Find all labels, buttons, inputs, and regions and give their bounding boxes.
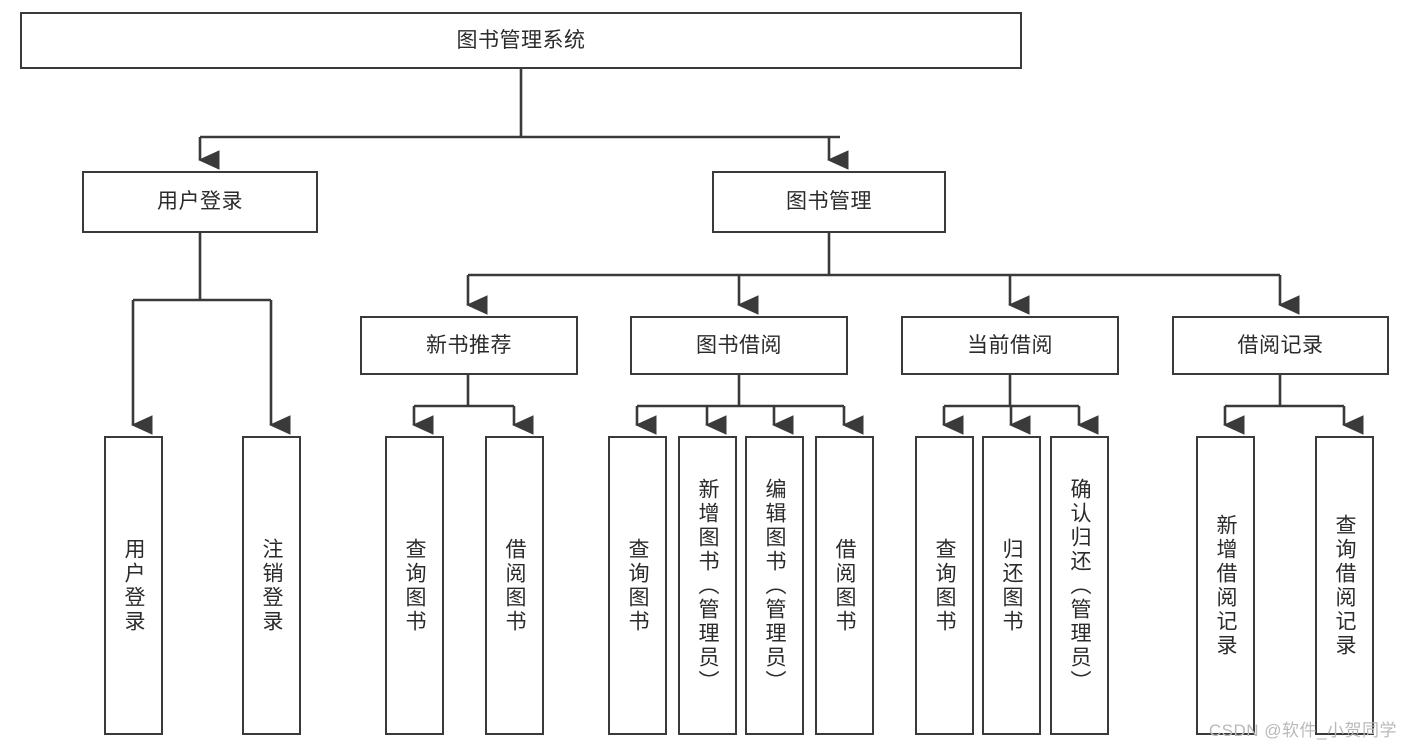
node-leaf-borrow-book-1[interactable]: 借阅图书 [485,436,544,735]
node-new-book-recommend[interactable]: 新书推荐 [360,316,578,375]
node-leaf-confirm-return-label: 确认归还（管理员） [1068,477,1091,694]
node-current-borrow-label: 当前借阅 [967,333,1053,357]
node-current-borrow[interactable]: 当前借阅 [901,316,1119,375]
node-leaf-query-book-3[interactable]: 查询图书 [915,436,974,735]
node-leaf-user-login[interactable]: 用户登录 [104,436,163,735]
node-leaf-query-record[interactable]: 查询借阅记录 [1315,436,1374,735]
node-book-manage-label: 图书管理 [786,190,872,214]
node-leaf-query-book-2[interactable]: 查询图书 [608,436,667,735]
node-leaf-query-book-2-label: 查询图书 [626,537,649,634]
node-user-login-label: 用户登录 [157,190,243,214]
node-leaf-borrow-book-2-label: 借阅图书 [833,537,856,634]
node-leaf-edit-book-label: 编辑图书（管理员） [763,477,786,694]
node-leaf-borrow-book-1-label: 借阅图书 [503,537,526,634]
node-leaf-logout-login[interactable]: 注销登录 [242,436,301,735]
node-root[interactable]: 图书管理系统 [20,12,1022,69]
node-leaf-add-record-label: 新增借阅记录 [1214,513,1237,658]
node-root-label: 图书管理系统 [456,28,586,52]
node-book-manage[interactable]: 图书管理 [712,171,946,233]
node-leaf-logout-login-label: 注销登录 [260,537,283,634]
node-leaf-return-book-label: 归还图书 [1000,537,1023,634]
node-leaf-edit-book[interactable]: 编辑图书（管理员） [745,436,804,735]
node-leaf-add-book-label: 新增图书（管理员） [696,477,719,694]
node-user-login[interactable]: 用户登录 [82,171,318,233]
node-new-book-recommend-label: 新书推荐 [426,333,512,357]
node-leaf-borrow-book-2[interactable]: 借阅图书 [815,436,874,735]
node-leaf-return-book[interactable]: 归还图书 [982,436,1041,735]
node-leaf-query-book-1[interactable]: 查询图书 [385,436,444,735]
node-leaf-query-record-label: 查询借阅记录 [1333,513,1356,658]
node-book-borrow[interactable]: 图书借阅 [630,316,848,375]
node-borrow-record[interactable]: 借阅记录 [1172,316,1389,375]
node-book-borrow-label: 图书借阅 [696,333,782,357]
node-leaf-add-book[interactable]: 新增图书（管理员） [678,436,737,735]
node-borrow-record-label: 借阅记录 [1237,333,1324,357]
node-leaf-user-login-label: 用户登录 [122,537,145,634]
node-leaf-query-book-1-label: 查询图书 [403,537,426,634]
node-leaf-confirm-return[interactable]: 确认归还（管理员） [1050,436,1109,735]
node-leaf-query-book-3-label: 查询图书 [933,537,956,634]
node-leaf-add-record[interactable]: 新增借阅记录 [1196,436,1255,735]
